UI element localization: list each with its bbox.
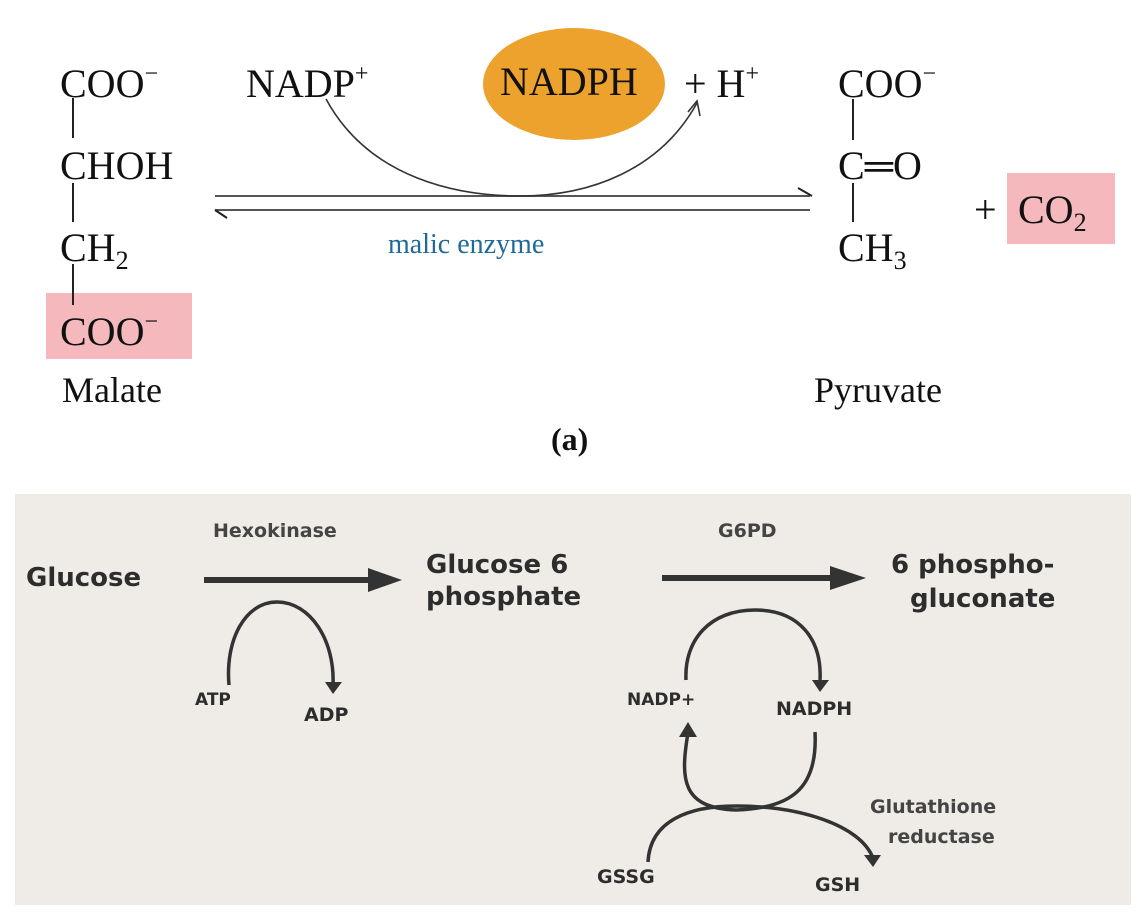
nadp-label: NADP+: [627, 690, 696, 710]
nadp-nadph-arc: [684, 608, 822, 681]
malate-ch2: CH2: [60, 225, 129, 275]
h-plus-label: + H+: [684, 61, 759, 106]
malic-enzyme-label: malic enzyme: [388, 229, 545, 260]
pyruvate-ch3: CH3: [838, 225, 907, 275]
g6pd-label: G6PD: [718, 520, 777, 542]
nadph-return-arc: [682, 731, 817, 812]
glutathione-reductase-line1: Glutathione: [870, 796, 997, 818]
co2-plus-sign: +: [974, 187, 997, 232]
glucose-label: Glucose: [26, 563, 142, 593]
g6p-line2: phosphate: [426, 582, 582, 612]
adp-label: ADP: [304, 704, 349, 726]
forward-arrowhead: [797, 187, 813, 197]
atp-label: ATP: [195, 690, 231, 710]
gssg-gsh-arc: [646, 804, 875, 863]
nadph-label-b: NADPH: [776, 698, 853, 720]
adp-arrowhead: [325, 682, 342, 694]
6pg-line1: 6 phospho-: [891, 550, 1055, 580]
panel-label-a: (a): [551, 421, 589, 457]
co2-label: CO2: [1018, 187, 1087, 237]
cofactor-arrowhead: [687, 99, 701, 117]
nadp-plus-label: NADP+: [246, 61, 369, 106]
malate-coo-bottom: COO−: [60, 309, 158, 354]
g6p-line1: Glucose 6: [426, 550, 569, 580]
cofactor-curved-arrow: [325, 98, 698, 197]
reverse-arrowhead: [214, 209, 228, 219]
glutathione-reductase-line2: reductase: [888, 826, 995, 848]
gsh-arrowhead: [864, 855, 881, 867]
malate-label: Malate: [62, 370, 162, 410]
hexokinase-label: Hexokinase: [213, 520, 337, 542]
pyruvate-label: Pyruvate: [814, 370, 942, 410]
atp-adp-arc: [226, 600, 335, 686]
malate-chohn: CHOH: [60, 143, 174, 188]
malate-carboxyl-highlight: [46, 293, 192, 359]
malate-coo-top: COO−: [60, 61, 158, 106]
nadph-label: NADPH: [500, 59, 638, 104]
gssg-label: GSSG: [597, 866, 655, 888]
6pg-line2: gluconate: [910, 584, 1056, 614]
nadph-arrowhead: [812, 680, 829, 692]
co2-highlight: [1007, 173, 1115, 244]
pyruvate-coo: COO−: [838, 61, 936, 106]
nadp-return-arrowhead: [679, 722, 697, 737]
gsh-label: GSH: [815, 874, 861, 896]
g6pd-arrowhead: [830, 566, 866, 590]
hexokinase-arrowhead: [368, 568, 402, 592]
pyruvate-carbonyl: C═O: [838, 143, 922, 188]
figure-b-panel: [15, 494, 1131, 905]
nadph-highlight-ellipse: [483, 28, 665, 140]
